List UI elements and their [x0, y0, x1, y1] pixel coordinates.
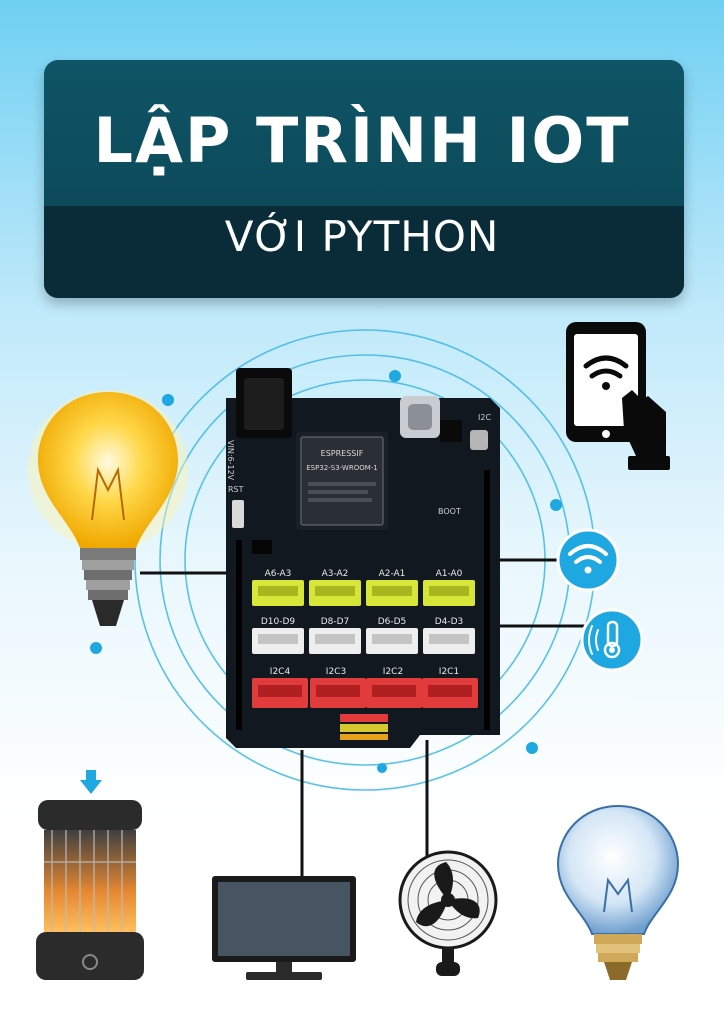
header-label: D6-D5: [378, 617, 407, 627]
module-brand-label: ESPRESSIF: [321, 449, 364, 458]
header-label: I2C1: [439, 667, 459, 677]
wifi-icon: [556, 528, 620, 592]
temperature-sensor-icon: [580, 608, 644, 672]
boot-label: BOOT: [438, 507, 461, 516]
header-label: I2C2: [383, 667, 403, 677]
digital-header-row: D10-D9 D8-D7 D6-D5 D4-D3: [252, 617, 475, 654]
light-bulb-off-icon: [556, 804, 680, 980]
title-banner: [44, 60, 684, 298]
pin-block: [340, 714, 388, 740]
header-label: A6-A3: [265, 569, 292, 579]
power-label: VIN:6-12V: [226, 440, 235, 481]
heater-lamp-icon: [36, 770, 144, 980]
header-label: A2-A1: [379, 569, 406, 579]
header-label: I2C4: [270, 667, 291, 677]
header-label: A3-A2: [322, 569, 349, 579]
analog-header-row: A6-A3 A3-A2 A2-A1 A1-A0: [252, 569, 475, 606]
smartphone-wifi-icon: [566, 322, 670, 470]
fan-icon: [398, 850, 498, 976]
title-banner-lower-band: [44, 206, 684, 298]
header-label: A1-A0: [436, 569, 463, 579]
header-label: D8-D7: [321, 617, 350, 627]
light-bulb-on-icon: [28, 390, 188, 626]
module-name-label: ESP32-S3-WROOM-1: [306, 464, 377, 472]
header-label: D10-D9: [261, 617, 296, 627]
connection-lines: [140, 558, 585, 876]
i2c-label: I2C: [478, 413, 491, 422]
header-label: I2C3: [326, 667, 346, 677]
main-title: LẬP TRÌNH IOT: [93, 104, 631, 177]
orbit-dots: [90, 370, 562, 773]
rst-label: RST: [228, 485, 244, 494]
monitor-icon: [212, 876, 356, 980]
esp32-board: ESPRESSIF ESP32-S3-WROOM-1 VIN:6-12V RST…: [226, 368, 500, 748]
header-label: D4-D3: [435, 617, 464, 627]
i2c-header-row: I2C4 I2C3 I2C2 I2C1: [252, 667, 478, 708]
subtitle: VỚI PYTHON: [224, 212, 500, 261]
